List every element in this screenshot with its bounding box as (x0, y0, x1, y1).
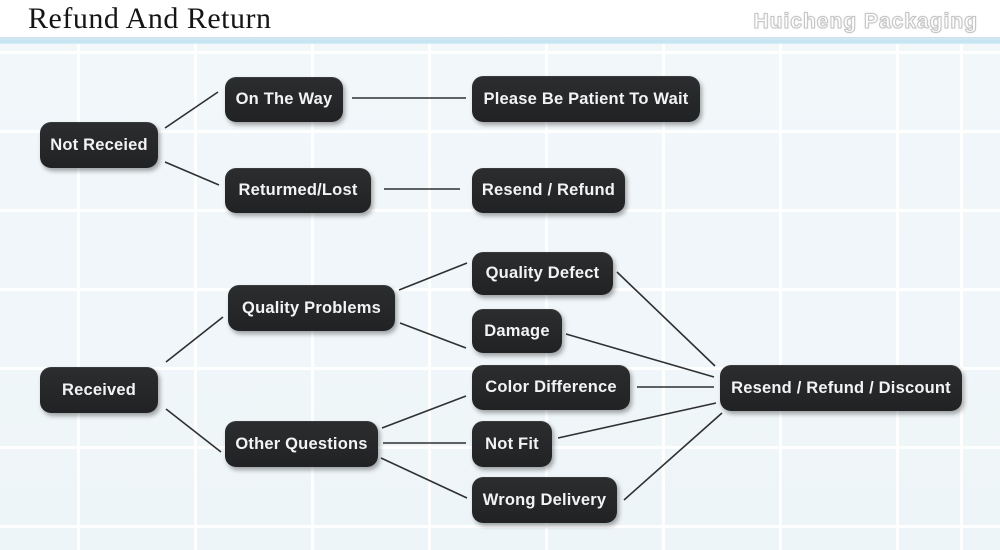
connector-notfit-discount (557, 402, 717, 439)
connector-notreceived-returnedlost (164, 161, 220, 186)
brand-name: Huicheng Packaging (753, 10, 978, 34)
connector-qualityproblems-damage (399, 322, 467, 349)
node-other-questions: Other Questions (225, 421, 378, 467)
connector-otherquestions-colordifference (381, 395, 467, 429)
header: Refund And Return Huicheng Packaging (0, 0, 1000, 38)
node-not-received: Not Receied (40, 122, 158, 168)
connector-received-qualityproblems (165, 316, 224, 363)
page-title: Refund And Return (28, 2, 272, 35)
node-color-difference: Color Difference (472, 365, 630, 410)
node-returned-lost: Returmed/Lost (225, 168, 371, 213)
node-not-fit: Not Fit (472, 421, 552, 467)
node-resend-refund-discount: Resend / Refund / Discount (720, 365, 962, 411)
connector-wrongdelivery-discount (623, 412, 723, 501)
connector-qualityproblems-qualitydefect (398, 262, 468, 291)
connector-qualitydefect-discount (616, 271, 716, 367)
node-quality-defect: Quality Defect (472, 252, 613, 295)
connector-damage-discount (565, 333, 715, 378)
node-damage: Damage (472, 309, 562, 353)
node-received: Received (40, 367, 158, 413)
connector-otherquestions-wrongdelivery (380, 457, 468, 499)
connector-received-otherquestions (165, 408, 222, 453)
node-on-the-way: On The Way (225, 77, 343, 122)
flowchart: Not Receied On The Way Please Be Patient… (0, 44, 1000, 550)
node-quality-problems: Quality Problems (228, 285, 395, 331)
node-please-be-patient: Please Be Patient To Wait (472, 76, 700, 122)
connector-lines (164, 91, 723, 501)
connector-notreceived-ontheway (164, 91, 219, 129)
node-wrong-delivery: Wrong Delivery (472, 477, 617, 523)
node-resend-refund: Resend / Refund (472, 168, 625, 213)
header-divider (0, 37, 1000, 44)
